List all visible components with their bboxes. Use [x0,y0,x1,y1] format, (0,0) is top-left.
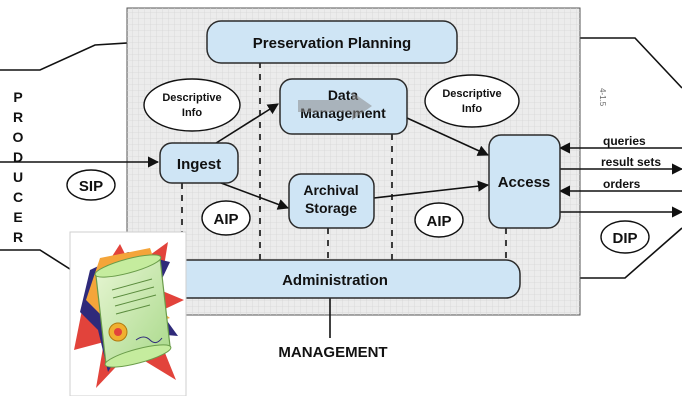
aip-right-label: AIP [426,213,451,230]
aip-left-label: AIP [213,211,238,228]
producer-letter: D [13,149,23,165]
archival-storage-box: Archival Storage [288,173,375,229]
dip-label: DIP [612,230,637,247]
administration-label: Administration [282,272,388,289]
preservation-planning-box: Preservation Planning [206,20,458,64]
archival-storage-label-1: Archival [303,182,358,198]
result-sets-label: result sets [601,155,661,169]
data-management-box: Data Management [279,78,408,135]
descriptive-info-left-label-2: Info [182,107,202,119]
margin-note: 4-1.5 [598,88,607,107]
descriptive-info-left-oval: Descriptive Info [143,78,241,132]
data-management-label-1: Data [328,87,359,103]
aip-left-oval: AIP [201,200,251,236]
management-label: MANAGEMENT [278,344,387,361]
descriptive-info-left-label-1: Descriptive [162,92,221,104]
descriptive-info-right-label-2: Info [462,103,482,115]
ingest-label: Ingest [177,156,221,173]
producer-letter: U [13,169,23,185]
flow-arrows [0,103,682,338]
descriptive-info-right-oval: Descriptive Info [424,74,520,128]
producer-letter: O [13,129,24,145]
producer-letter: R [13,229,23,245]
access-box: Access [488,134,561,229]
gray-arrow-overlay [298,92,372,120]
sip-label: SIP [79,178,103,195]
aip-right-oval: AIP [414,202,464,238]
administration-box: Administration [149,259,521,299]
producer-letter: C [13,189,23,205]
certificate-scroll-icon [69,231,187,397]
sip-oval: SIP [66,169,116,201]
queries-label: queries [603,134,646,148]
descriptive-info-right-label-1: Descriptive [442,88,501,100]
producer-letter: P [13,89,22,105]
producer-letter: R [13,109,23,125]
orders-label: orders [603,177,641,191]
producer-label: P R O D U C E R [13,89,24,245]
access-label: Access [498,174,551,191]
archival-storage-label-2: Storage [305,200,357,216]
dip-oval: DIP [600,220,650,254]
preservation-planning-label: Preservation Planning [253,35,411,52]
producer-letter: E [13,209,22,225]
ingest-box: Ingest [159,142,239,184]
